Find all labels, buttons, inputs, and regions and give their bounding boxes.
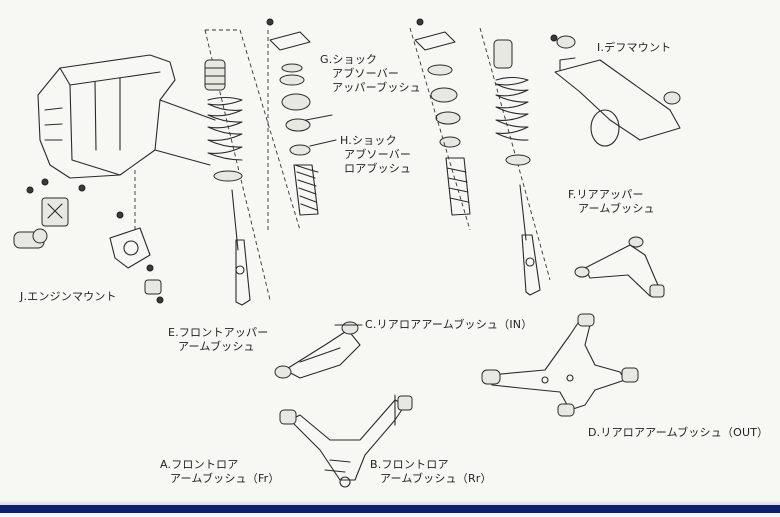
front-shock-mount-stack — [266, 18, 337, 230]
engine-block-illustration — [37, 54, 216, 230]
label-g-shock-upper-bush: G.ショック アブソーバー アッパーブッシュ — [320, 53, 421, 94]
rear-lower-arm — [481, 313, 639, 417]
label-j-engine-mount: J.エンジンマウント — [20, 290, 117, 303]
front-upper-arm — [274, 321, 361, 379]
label-c-rear-lower-arm-bush-in: C.リアロアアームブッシュ（IN） — [365, 318, 533, 331]
scan-edge-shadow — [0, 500, 780, 505]
label-i-diff-mount: I.デフマウント — [597, 41, 672, 54]
scan-bottom-band — [0, 505, 780, 513]
front-strut-assembly — [204, 29, 301, 306]
label-f-rear-upper-arm-bush: F.リアアッパー アームブッシュ — [568, 188, 655, 215]
label-h-shock-lower-bush: H.ショック アブソーバー ロアブッシュ — [340, 134, 412, 175]
rear-upper-arm — [574, 236, 665, 298]
label-a-front-lower-arm-bush-fr: A.フロントロア アームブッシュ（Fr） — [160, 458, 280, 485]
differential-mount-parts — [550, 34, 681, 147]
label-d-rear-lower-arm-bush-out: D.リアロアアームブッシュ（OUT） — [588, 426, 769, 439]
front-lower-arm — [279, 395, 413, 488]
label-e-front-upper-arm-bush: E.フロントアッパー アームブッシュ — [168, 326, 269, 353]
label-b-front-lower-arm-bush-rr: B.フロントロア アームブッシュ（Rr） — [370, 458, 492, 485]
rear-coil-spring — [479, 27, 551, 296]
engine-mount-parts — [13, 178, 164, 304]
rear-shock-mount-stack — [409, 18, 471, 231]
